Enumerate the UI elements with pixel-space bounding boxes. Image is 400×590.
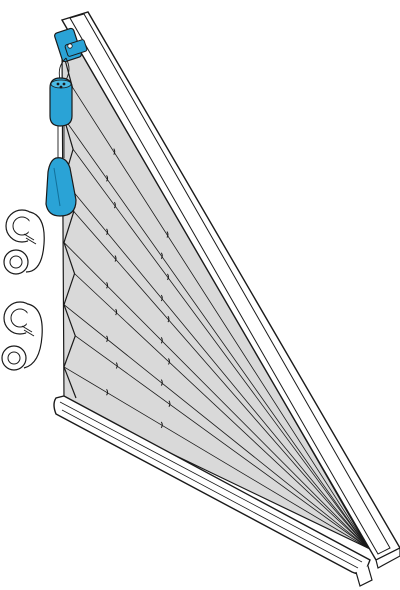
cord-hole [160, 421, 163, 429]
pleat-line [63, 117, 369, 549]
pleat-line [63, 242, 369, 549]
bottom-rail [53, 395, 373, 587]
pleat-line [74, 273, 369, 549]
pleat-line [63, 304, 369, 549]
cord-hole [106, 335, 109, 343]
cord-hole [166, 231, 169, 238]
rail-bracket-icon [54, 27, 88, 63]
diagonal-head-rail [60, 11, 400, 569]
cord-hole [160, 252, 163, 260]
cord-handle-icon [49, 77, 73, 127]
pleated-fabric [61, 45, 370, 550]
cord-hole [168, 358, 170, 365]
pleat-line [75, 335, 369, 549]
cord-hole [106, 175, 109, 182]
cord-holes [106, 148, 171, 429]
suction-cup-icon [1, 301, 43, 371]
cord-hole [168, 400, 171, 407]
cord-hole [160, 379, 163, 386]
cord-hole [113, 201, 116, 209]
suction-cup-icon [3, 209, 45, 275]
cord-hole [115, 308, 118, 316]
cord-hole [114, 255, 117, 262]
cord-hole [106, 282, 109, 289]
cord-hole [167, 315, 170, 323]
cord-hole [167, 273, 169, 281]
pleat-line [63, 180, 369, 549]
cord-hole [106, 228, 109, 236]
pleat-lines [63, 86, 369, 549]
cord-hole [160, 294, 163, 302]
pleat-line [73, 211, 369, 549]
pleat-line [72, 149, 369, 549]
pleat-line [72, 86, 369, 549]
control-cord-lower [57, 126, 65, 158]
cord-hole [160, 337, 163, 344]
cord-hole [115, 362, 118, 369]
cord-hole [106, 388, 109, 396]
pleat-line [63, 366, 369, 549]
cord-hole [113, 148, 116, 155]
cord-stopper-icon [45, 157, 77, 217]
